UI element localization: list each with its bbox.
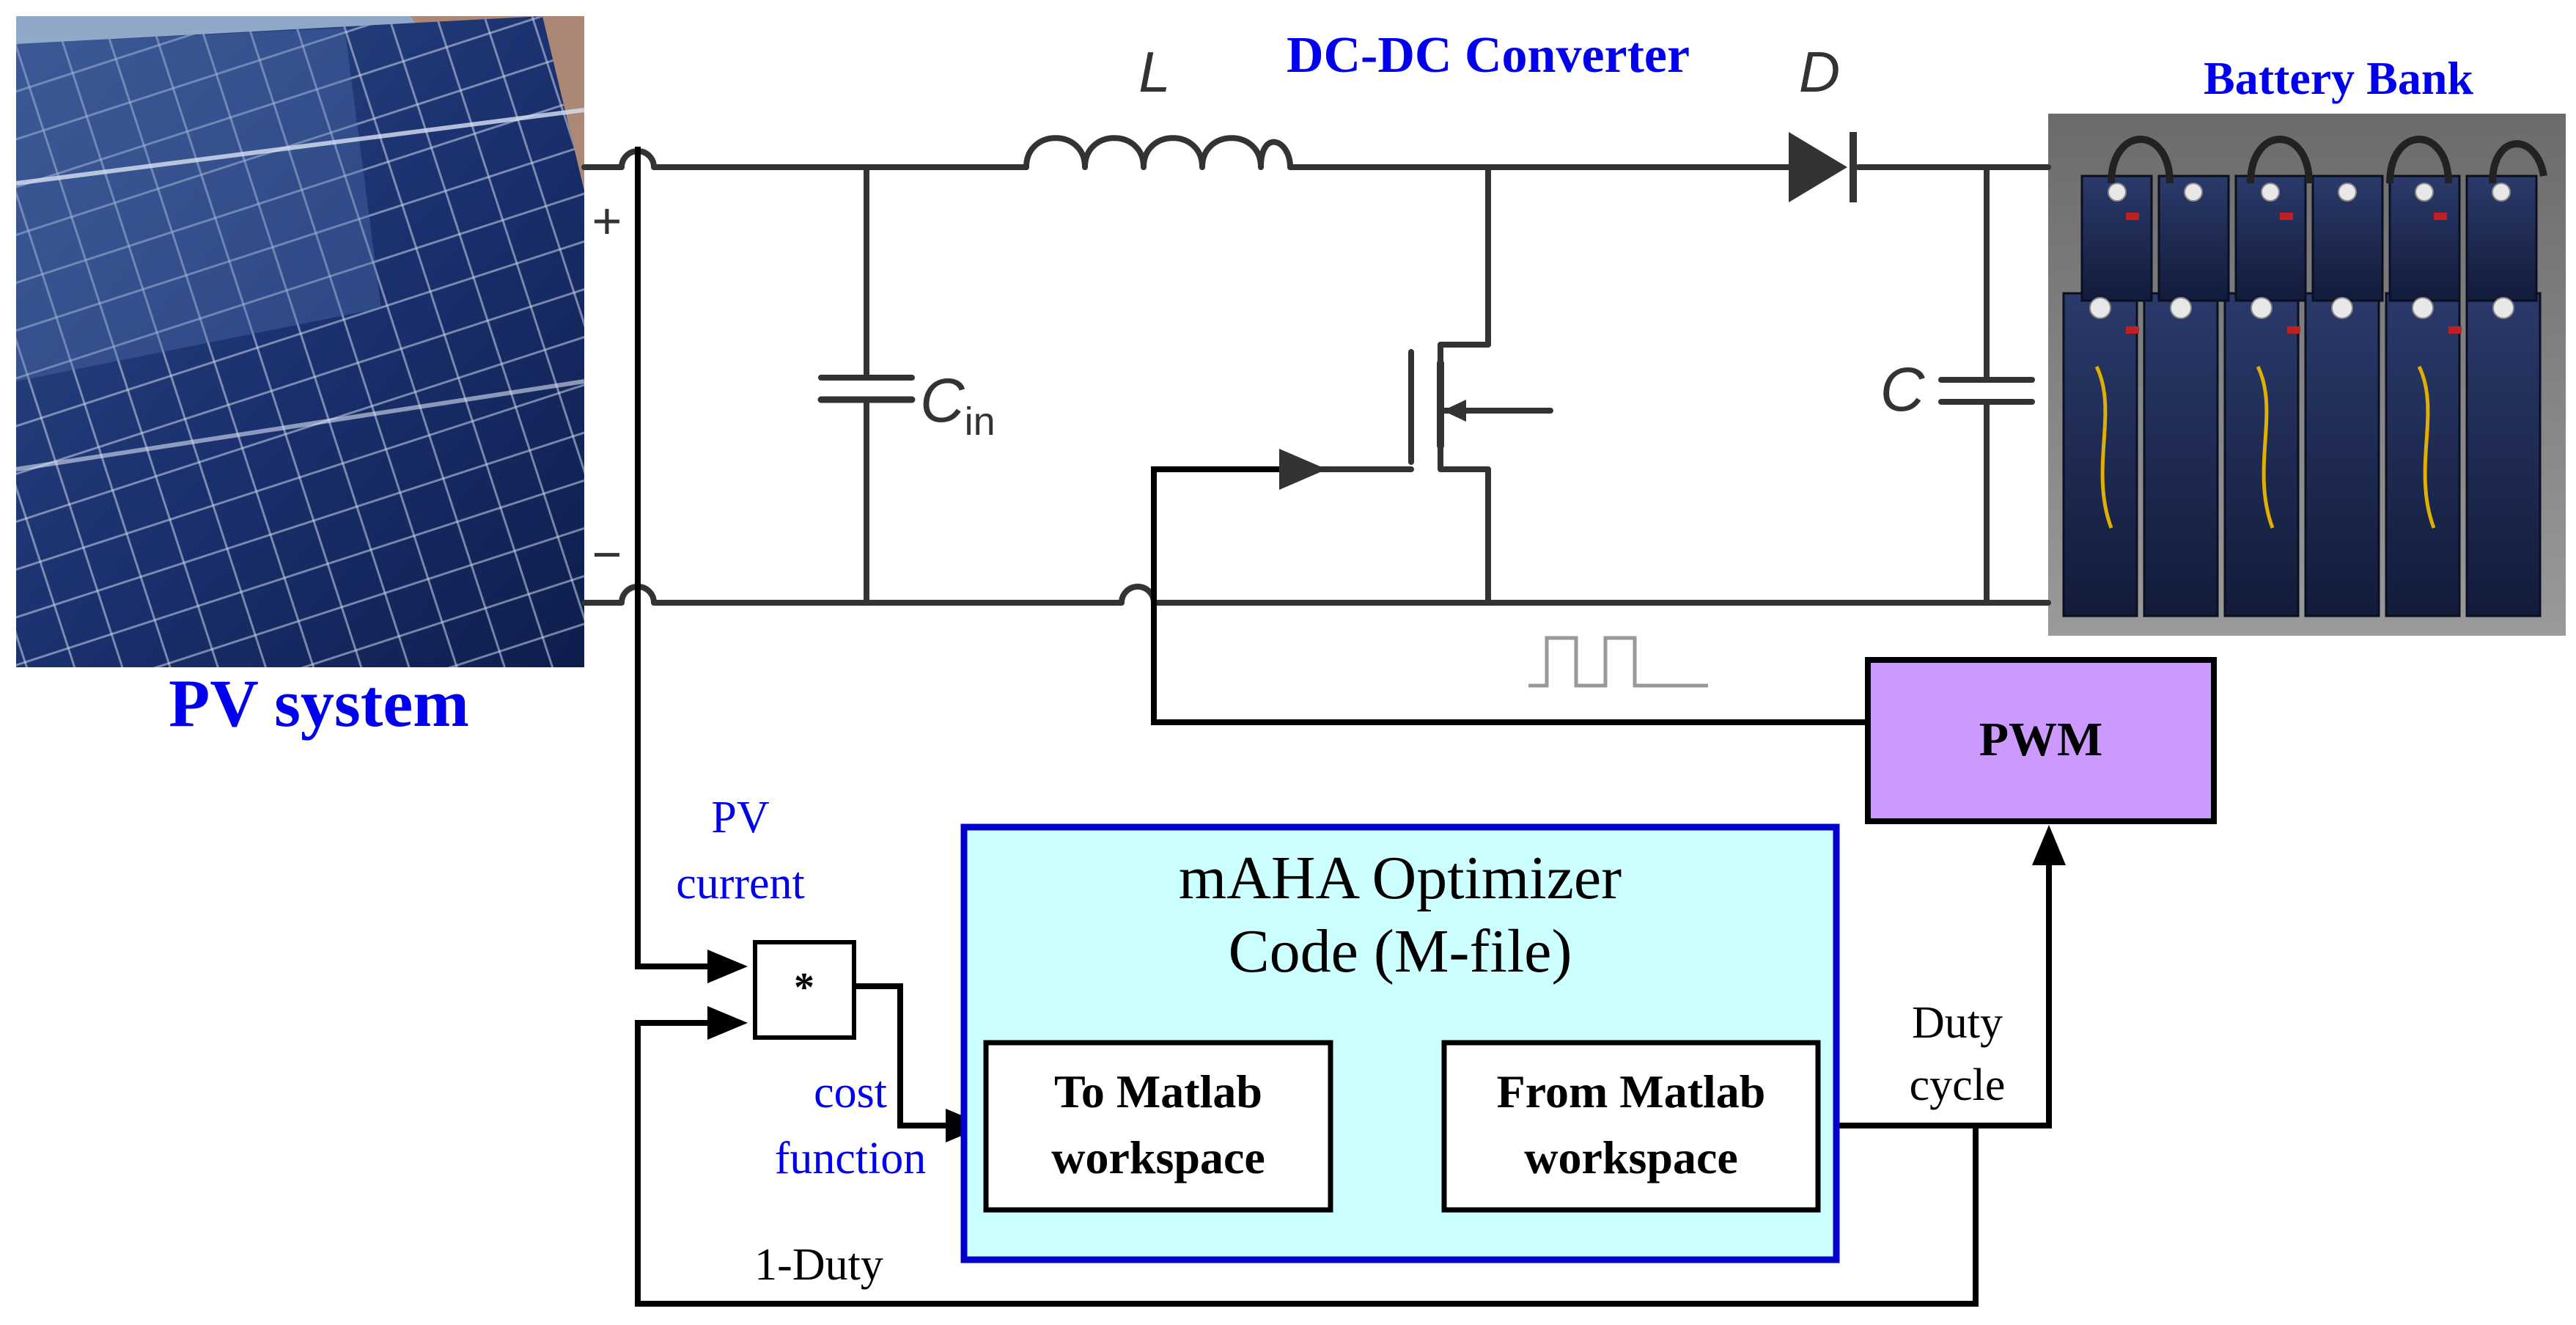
plus-terminal: +: [592, 192, 622, 249]
multiply-block: [753, 940, 856, 1040]
diode-label: D: [1799, 40, 1840, 104]
to-workspace-block: [983, 1040, 1333, 1213]
from-workspace-line1: From Matlab: [1497, 1065, 1766, 1117]
cost-function-label-line1: cost: [814, 1068, 887, 1117]
pv-current-label-line2: current: [676, 859, 805, 909]
duty-cycle-label-line1: Duty: [1912, 998, 2003, 1048]
top-rail-left: [581, 148, 1029, 170]
from-workspace-line2: workspace: [1524, 1131, 1738, 1183]
cin-label: Cin: [920, 366, 996, 444]
battery-photo: [2048, 114, 2566, 636]
cost-function-label-line2: function: [775, 1134, 927, 1183]
from-workspace-block: [1441, 1040, 1821, 1213]
pv-current-label-line1: PV: [711, 793, 769, 843]
mosfet-body-arrowhead: [1443, 400, 1466, 422]
output-cap-label: C: [1880, 355, 1926, 424]
duty-cycle-label-line2: cycle: [1910, 1060, 2006, 1110]
multiply-symbol: *: [794, 965, 814, 1010]
pv-system-label: PV system: [169, 666, 469, 741]
battery-bank-label: Battery Bank: [2204, 52, 2473, 104]
pwm-label: PWM: [1979, 713, 2103, 766]
one-minus-duty-loop: [635, 1020, 1979, 1307]
inductor-label: L: [1138, 40, 1170, 104]
pv-current-arrowhead: [707, 950, 748, 983]
one-minus-duty-arrowhead: [707, 1006, 748, 1040]
mosfet-source: [1438, 443, 1491, 606]
optimizer-title-line2: Code (M-file): [1229, 917, 1572, 986]
cin-sub: in: [965, 400, 996, 444]
one-minus-duty-label: 1-Duty: [754, 1240, 883, 1290]
to-workspace-line2: workspace: [1051, 1131, 1265, 1183]
mosfet-drain: [1438, 164, 1491, 366]
inductor-coil: [1023, 135, 1293, 170]
duty-cycle-wire: [1976, 865, 2052, 1128]
to-workspace-line1: To Matlab: [1054, 1065, 1262, 1117]
pwm-block: [1865, 657, 2217, 824]
minus-terminal: −: [592, 526, 622, 583]
dc-dc-circuit: [581, 135, 2051, 606]
pv-current-wire: [635, 147, 707, 969]
gate-drive-wire: [1151, 466, 1868, 725]
optimizer-title-line1: mAHA Optimizer: [1179, 844, 1622, 912]
cost-function-wire: [854, 983, 946, 1128]
pv-photo: [15, 16, 585, 667]
cin-main: C: [920, 366, 965, 435]
diode: [1789, 132, 1857, 202]
dc-dc-converter-label: DC-DC Converter: [1287, 27, 1690, 84]
pwm-input-arrowhead: [2032, 825, 2066, 865]
bottom-rail: [581, 584, 2051, 606]
mosfet-gate: [1276, 349, 1414, 472]
gate-drive-arrowhead: [1279, 449, 1327, 490]
control-wiring: [635, 147, 2052, 1307]
pwm-pulse-symbol: [1528, 636, 1708, 688]
